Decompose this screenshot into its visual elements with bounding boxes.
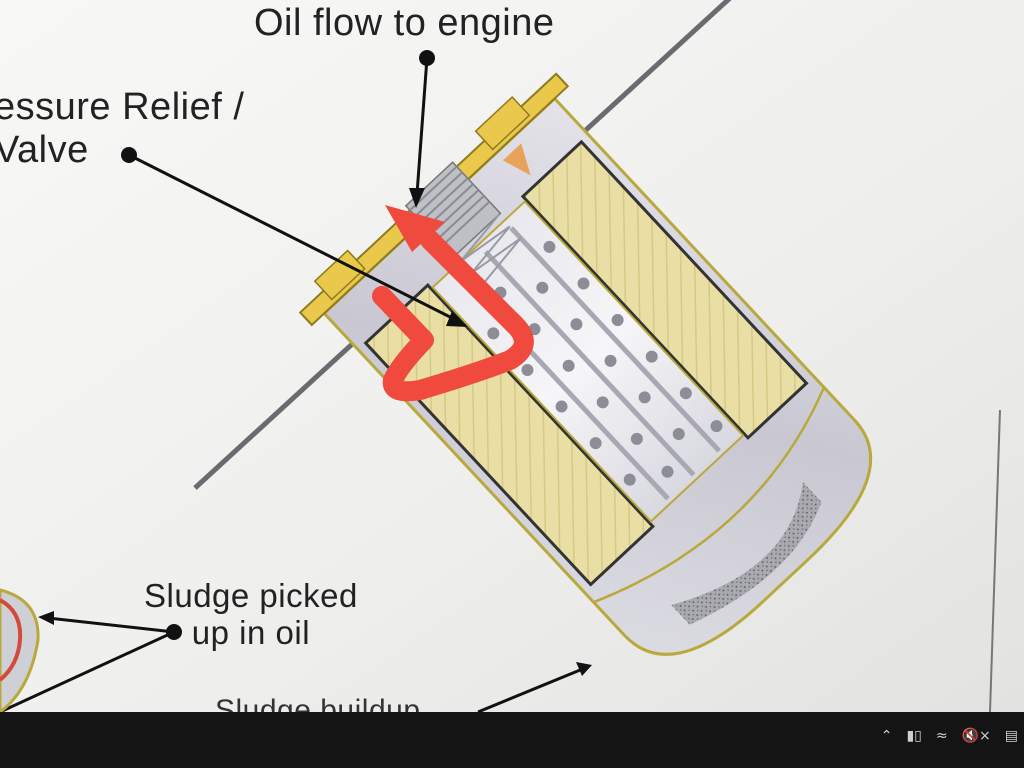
callout-sludge [0, 611, 182, 714]
gasket-top [474, 95, 531, 151]
sludge-line2: up in oil [191, 613, 311, 651]
oil-flow-arrow [372, 205, 534, 402]
housing-dome-line [593, 386, 826, 604]
system-tray: ⌃ ▮▯ ≈ 🔇× ▤ [881, 728, 1018, 744]
callout-oil-flow [409, 50, 435, 208]
sludge-deposit [671, 482, 822, 625]
windows-taskbar: ⌃ ▮▯ ≈ 🔇× ▤ [0, 712, 1024, 768]
sludge-buildup-label-cut: Sludge buildup [215, 694, 421, 714]
callout-sludge-buildup [477, 662, 592, 714]
chevron-up-icon[interactable]: ⌃ [880, 728, 893, 744]
oil-flow-label: Oil flow to engine [254, 2, 555, 44]
wifi-icon[interactable]: ≈ [935, 728, 948, 744]
volume-mute-icon[interactable]: 🔇× [961, 728, 991, 744]
tube-holes [487, 240, 723, 486]
notification-icon[interactable]: ▤ [1004, 728, 1018, 744]
relief-valve-spring [459, 214, 522, 286]
gasket-bottom [313, 249, 366, 301]
slide-edge [989, 409, 1001, 713]
pressure-relief-label: essure Relief / Valve [0, 86, 244, 171]
pressure-relief-line2: Valve [0, 128, 89, 171]
sludge-line1: Sludge picked [144, 577, 358, 614]
sludge-label: Sludge picked up in oil [144, 577, 358, 652]
bypass-flap [502, 143, 531, 176]
filter-media-top [520, 139, 809, 440]
battery-icon[interactable]: ▮▯ [906, 728, 922, 744]
pressure-relief-line1: essure Relief / [0, 86, 245, 128]
callout-pressure-relief [121, 147, 468, 327]
filter-assembly [298, 72, 873, 656]
partial-filter-left [0, 588, 40, 714]
